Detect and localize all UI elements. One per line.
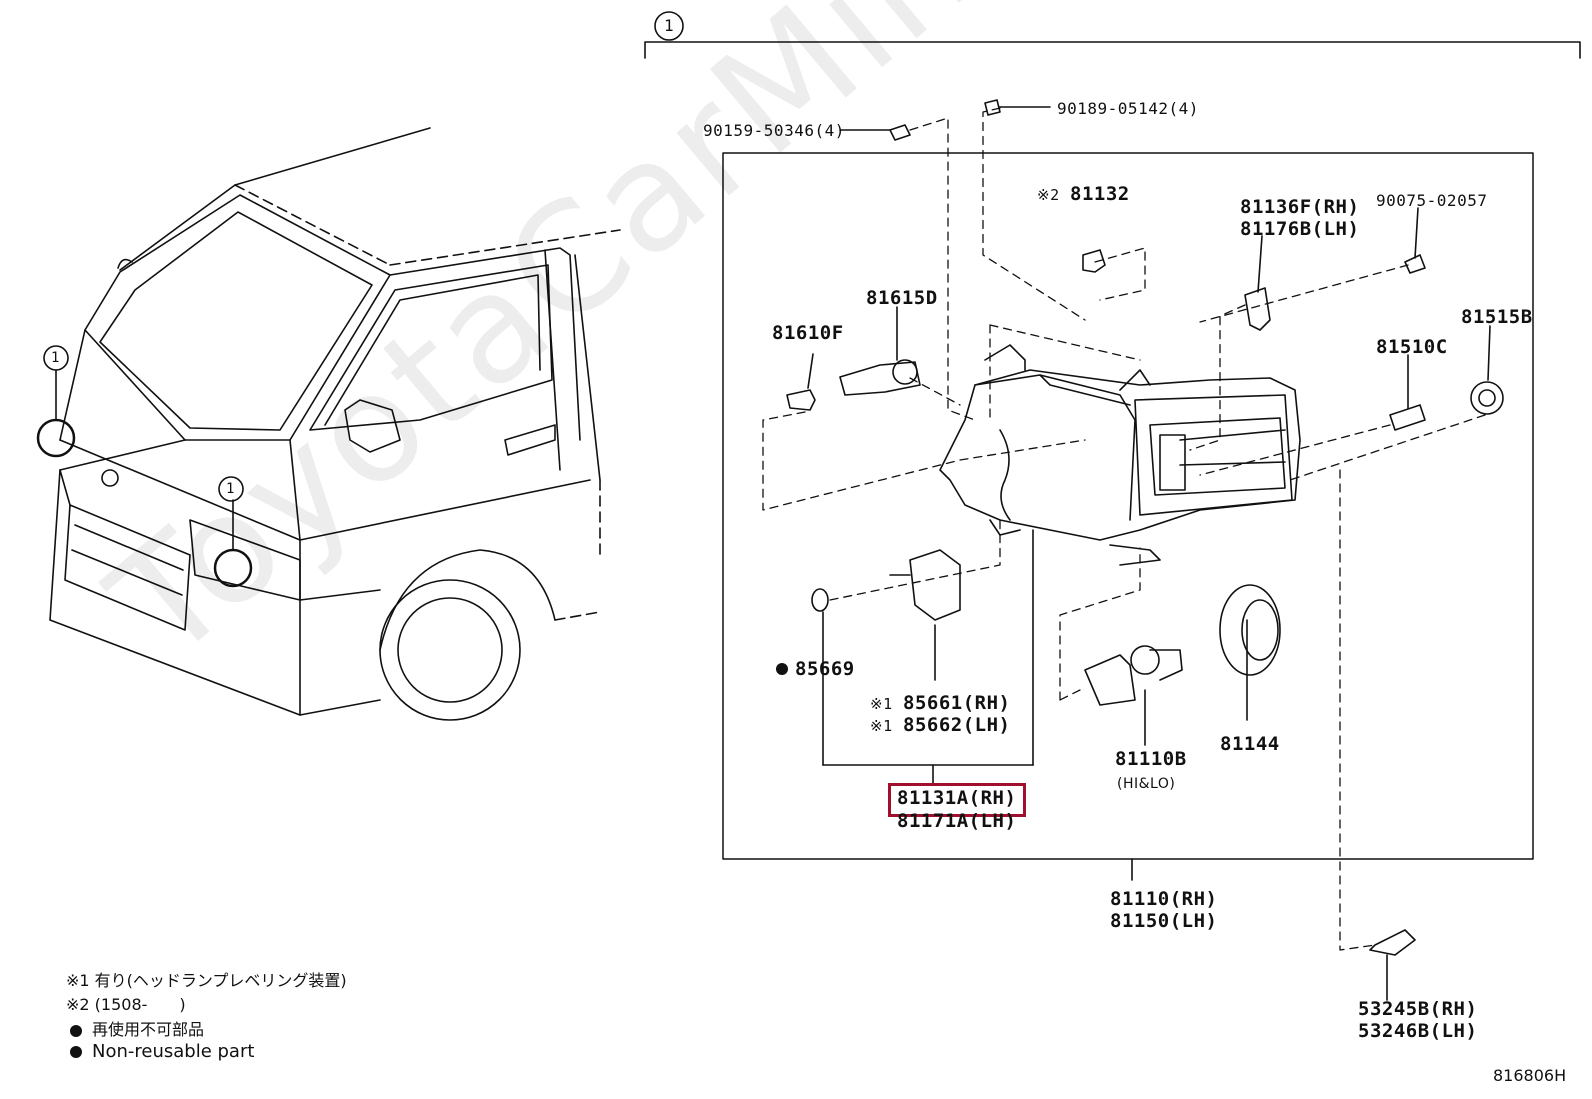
nut-90189-shape [984, 99, 1001, 116]
mark-85662: ※1 [870, 717, 893, 735]
leader-lines [807, 106, 1491, 1001]
label-81144[interactable]: 81144 [1220, 733, 1280, 755]
selected-part-highlight [888, 783, 1026, 817]
label-53245b[interactable]: 53245B(RH) [1358, 998, 1478, 1020]
label-81150[interactable]: 81150(LH) [1110, 910, 1218, 932]
clip-81132-shape [1082, 249, 1106, 273]
gasket-85669-shape [811, 588, 829, 612]
label-81176b[interactable]: 81176B(LH) [1240, 218, 1360, 240]
bulb-81510c-shape [1389, 404, 1426, 431]
label-53246b[interactable]: 53246B(LH) [1358, 1020, 1478, 1042]
label-81110b-sub: (HI&LO) [1117, 776, 1176, 792]
callout-number-left: 1 [51, 350, 60, 366]
label-85669[interactable]: 85669 [795, 658, 855, 680]
note-1: ※1 有り(ヘッドランプレベリング装置) [66, 971, 347, 990]
note-4-row: Non-reusable part [70, 1041, 254, 1062]
label-85661[interactable]: 85661(RH) [903, 692, 1011, 714]
label-81510c[interactable]: 81510C [1376, 336, 1448, 358]
screw-90159-shape [889, 124, 911, 141]
label-81132[interactable]: 81132 [1070, 183, 1130, 205]
label-90159[interactable]: 90159-50346(4) [703, 121, 845, 140]
note-4: Non-reusable part [92, 1041, 255, 1062]
label-90075[interactable]: 90075-02057 [1376, 191, 1488, 210]
bulb-81610f [786, 389, 816, 411]
mark-85661: ※1 [870, 695, 893, 713]
label-81131a[interactable]: 81131A(RH) [897, 787, 1017, 809]
headlamp-unit [939, 344, 1301, 566]
assembly-frame [644, 41, 1581, 860]
note-3: 再使用不可部品 [92, 1020, 205, 1039]
van-illustration [36, 127, 621, 721]
dashed-lines [762, 107, 1486, 951]
bullet-icon [70, 1046, 82, 1058]
note-2: ※2 (1508- ) [66, 995, 186, 1014]
label-85662[interactable]: 85662(LH) [903, 714, 1011, 736]
mark-81132: ※2 [1037, 186, 1060, 204]
label-90189[interactable]: 90189-05142(4) [1057, 99, 1199, 118]
bullet-icon [70, 1024, 82, 1037]
diagram-id: 816806H [1493, 1066, 1567, 1085]
label-81515b[interactable]: 81515B [1461, 306, 1533, 328]
callout-circle [654, 11, 684, 41]
label-81136f[interactable]: 81136F(RH) [1240, 196, 1360, 218]
note-3-row: 再使用不可部品 [70, 1016, 204, 1040]
callout-number-right: 1 [226, 481, 235, 497]
label-81110[interactable]: 81110(RH) [1110, 888, 1218, 910]
label-81615d[interactable]: 81615D [866, 287, 938, 309]
bulb-81110b-shape [1084, 645, 1183, 706]
actuator-85661-shape [889, 549, 961, 621]
callout-number-top: 1 [664, 16, 675, 35]
bracket-81136f-shape [1244, 287, 1271, 331]
socket-81615d [839, 359, 921, 396]
label-81610f[interactable]: 81610F [772, 322, 844, 344]
label-81110b[interactable]: 81110B [1115, 748, 1187, 770]
non-reusable-mark [776, 663, 788, 675]
label-81171a[interactable]: 81171A(LH) [897, 810, 1017, 832]
cap-81144-shape [1219, 584, 1281, 676]
bracket-53245b-shape [1369, 929, 1416, 956]
socket-81515b-shape [1470, 381, 1504, 415]
